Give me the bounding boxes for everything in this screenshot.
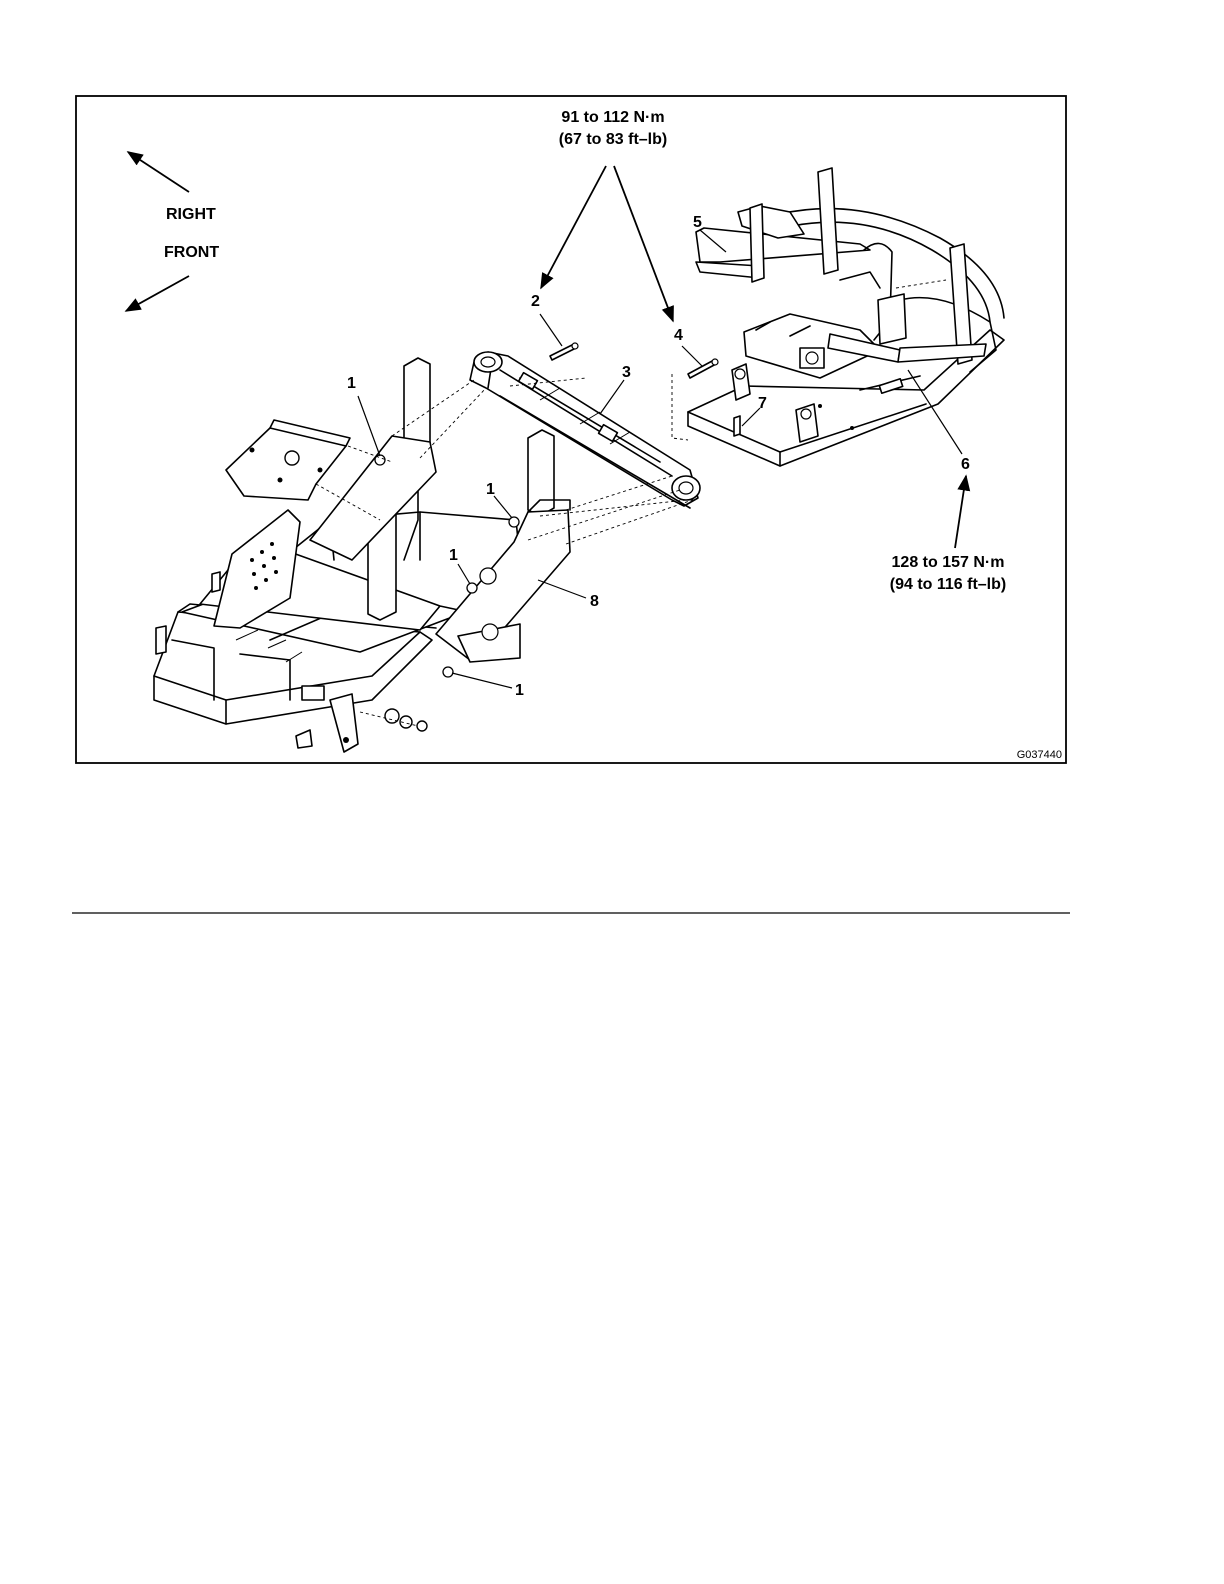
front-arrow-icon <box>126 276 189 311</box>
direction-indicator: RIGHT FRONT <box>126 152 219 311</box>
torque-spec-top: 91 to 112 N·m (67 to 83 ft–lb) <box>541 109 673 321</box>
callout-1-lower-center: 1 <box>449 547 458 564</box>
callout-8: 8 <box>590 593 599 610</box>
rear-frame-illustration <box>688 168 1004 466</box>
callout-1-front: 1 <box>515 682 524 699</box>
callout-1-center: 1 <box>486 481 495 498</box>
graphic-code: G037440 <box>1017 749 1062 761</box>
right-arrow-icon <box>128 152 189 192</box>
callout-7: 7 <box>758 395 767 412</box>
torque-top-arrow-right <box>614 166 673 321</box>
callout-4: 4 <box>674 327 683 344</box>
callout-1-upper-left: 1 <box>347 375 356 392</box>
torque-bottom-imperial: (94 to 116 ft–lb) <box>890 576 1006 593</box>
torque-top-metric: 91 to 112 N·m <box>561 109 664 126</box>
callout-6: 6 <box>961 456 970 473</box>
torque-bottom-arrow <box>955 476 966 548</box>
torque-bottom-metric: 128 to 157 N·m <box>892 554 1005 571</box>
direction-front-label: FRONT <box>164 244 219 261</box>
pivot-pins-illustration <box>550 343 718 378</box>
callout-3: 3 <box>622 364 631 381</box>
callout-2: 2 <box>531 293 540 310</box>
torque-top-imperial: (67 to 83 ft–lb) <box>559 131 667 148</box>
axle-beam-illustration <box>470 352 700 508</box>
callout-5: 5 <box>693 214 702 231</box>
main-frame-illustration <box>154 358 570 752</box>
torque-top-arrow-left <box>541 166 606 288</box>
seat-mount-plate-illustration <box>226 420 350 500</box>
torque-spec-bottom: 128 to 157 N·m (94 to 116 ft–lb) <box>890 476 1006 593</box>
direction-right-label: RIGHT <box>166 206 216 223</box>
